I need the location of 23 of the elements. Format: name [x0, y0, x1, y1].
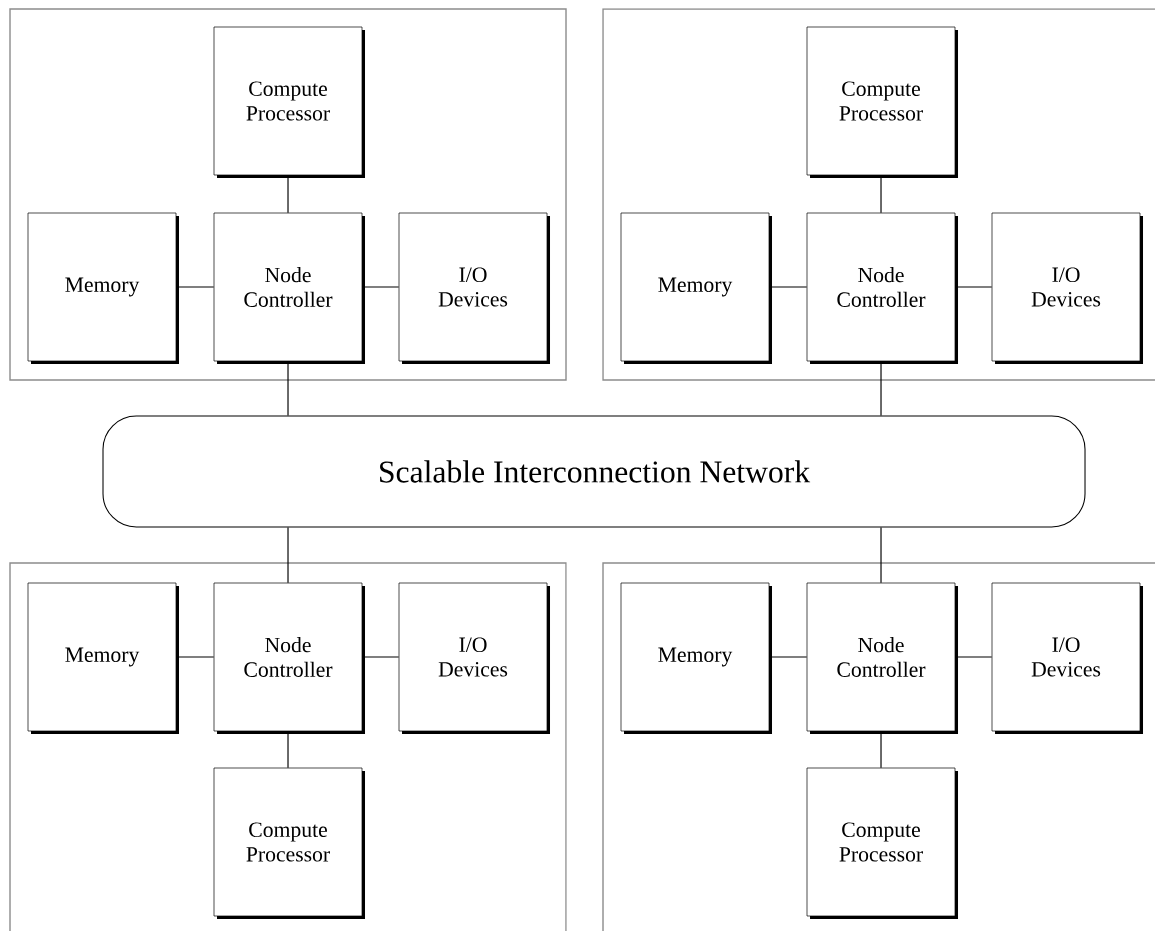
- component-box: Memory: [620, 212, 772, 364]
- component-box: Compute Processor: [213, 767, 365, 919]
- connector-line: [880, 526, 882, 584]
- network-bar: Scalable Interconnection Network: [102, 415, 1086, 528]
- component-box: Memory: [27, 212, 179, 364]
- component-box: Memory: [27, 582, 179, 734]
- component-box: I/O Devices: [991, 582, 1143, 734]
- connector-line: [287, 526, 289, 584]
- panel-frame: [602, 562, 1155, 931]
- component-box: Compute Processor: [806, 767, 958, 919]
- component-box: Node Controller: [213, 582, 365, 734]
- panel-frame: [9, 8, 567, 381]
- panel-frame: [602, 8, 1155, 381]
- component-box: I/O Devices: [398, 582, 550, 734]
- component-box: Memory: [620, 582, 772, 734]
- component-box: I/O Devices: [991, 212, 1143, 364]
- component-box: I/O Devices: [398, 212, 550, 364]
- component-box: Compute Processor: [213, 26, 365, 178]
- component-box: Node Controller: [213, 212, 365, 364]
- component-box: Compute Processor: [806, 26, 958, 178]
- component-box: Node Controller: [806, 582, 958, 734]
- panel-frame: [9, 562, 567, 931]
- component-box: Node Controller: [806, 212, 958, 364]
